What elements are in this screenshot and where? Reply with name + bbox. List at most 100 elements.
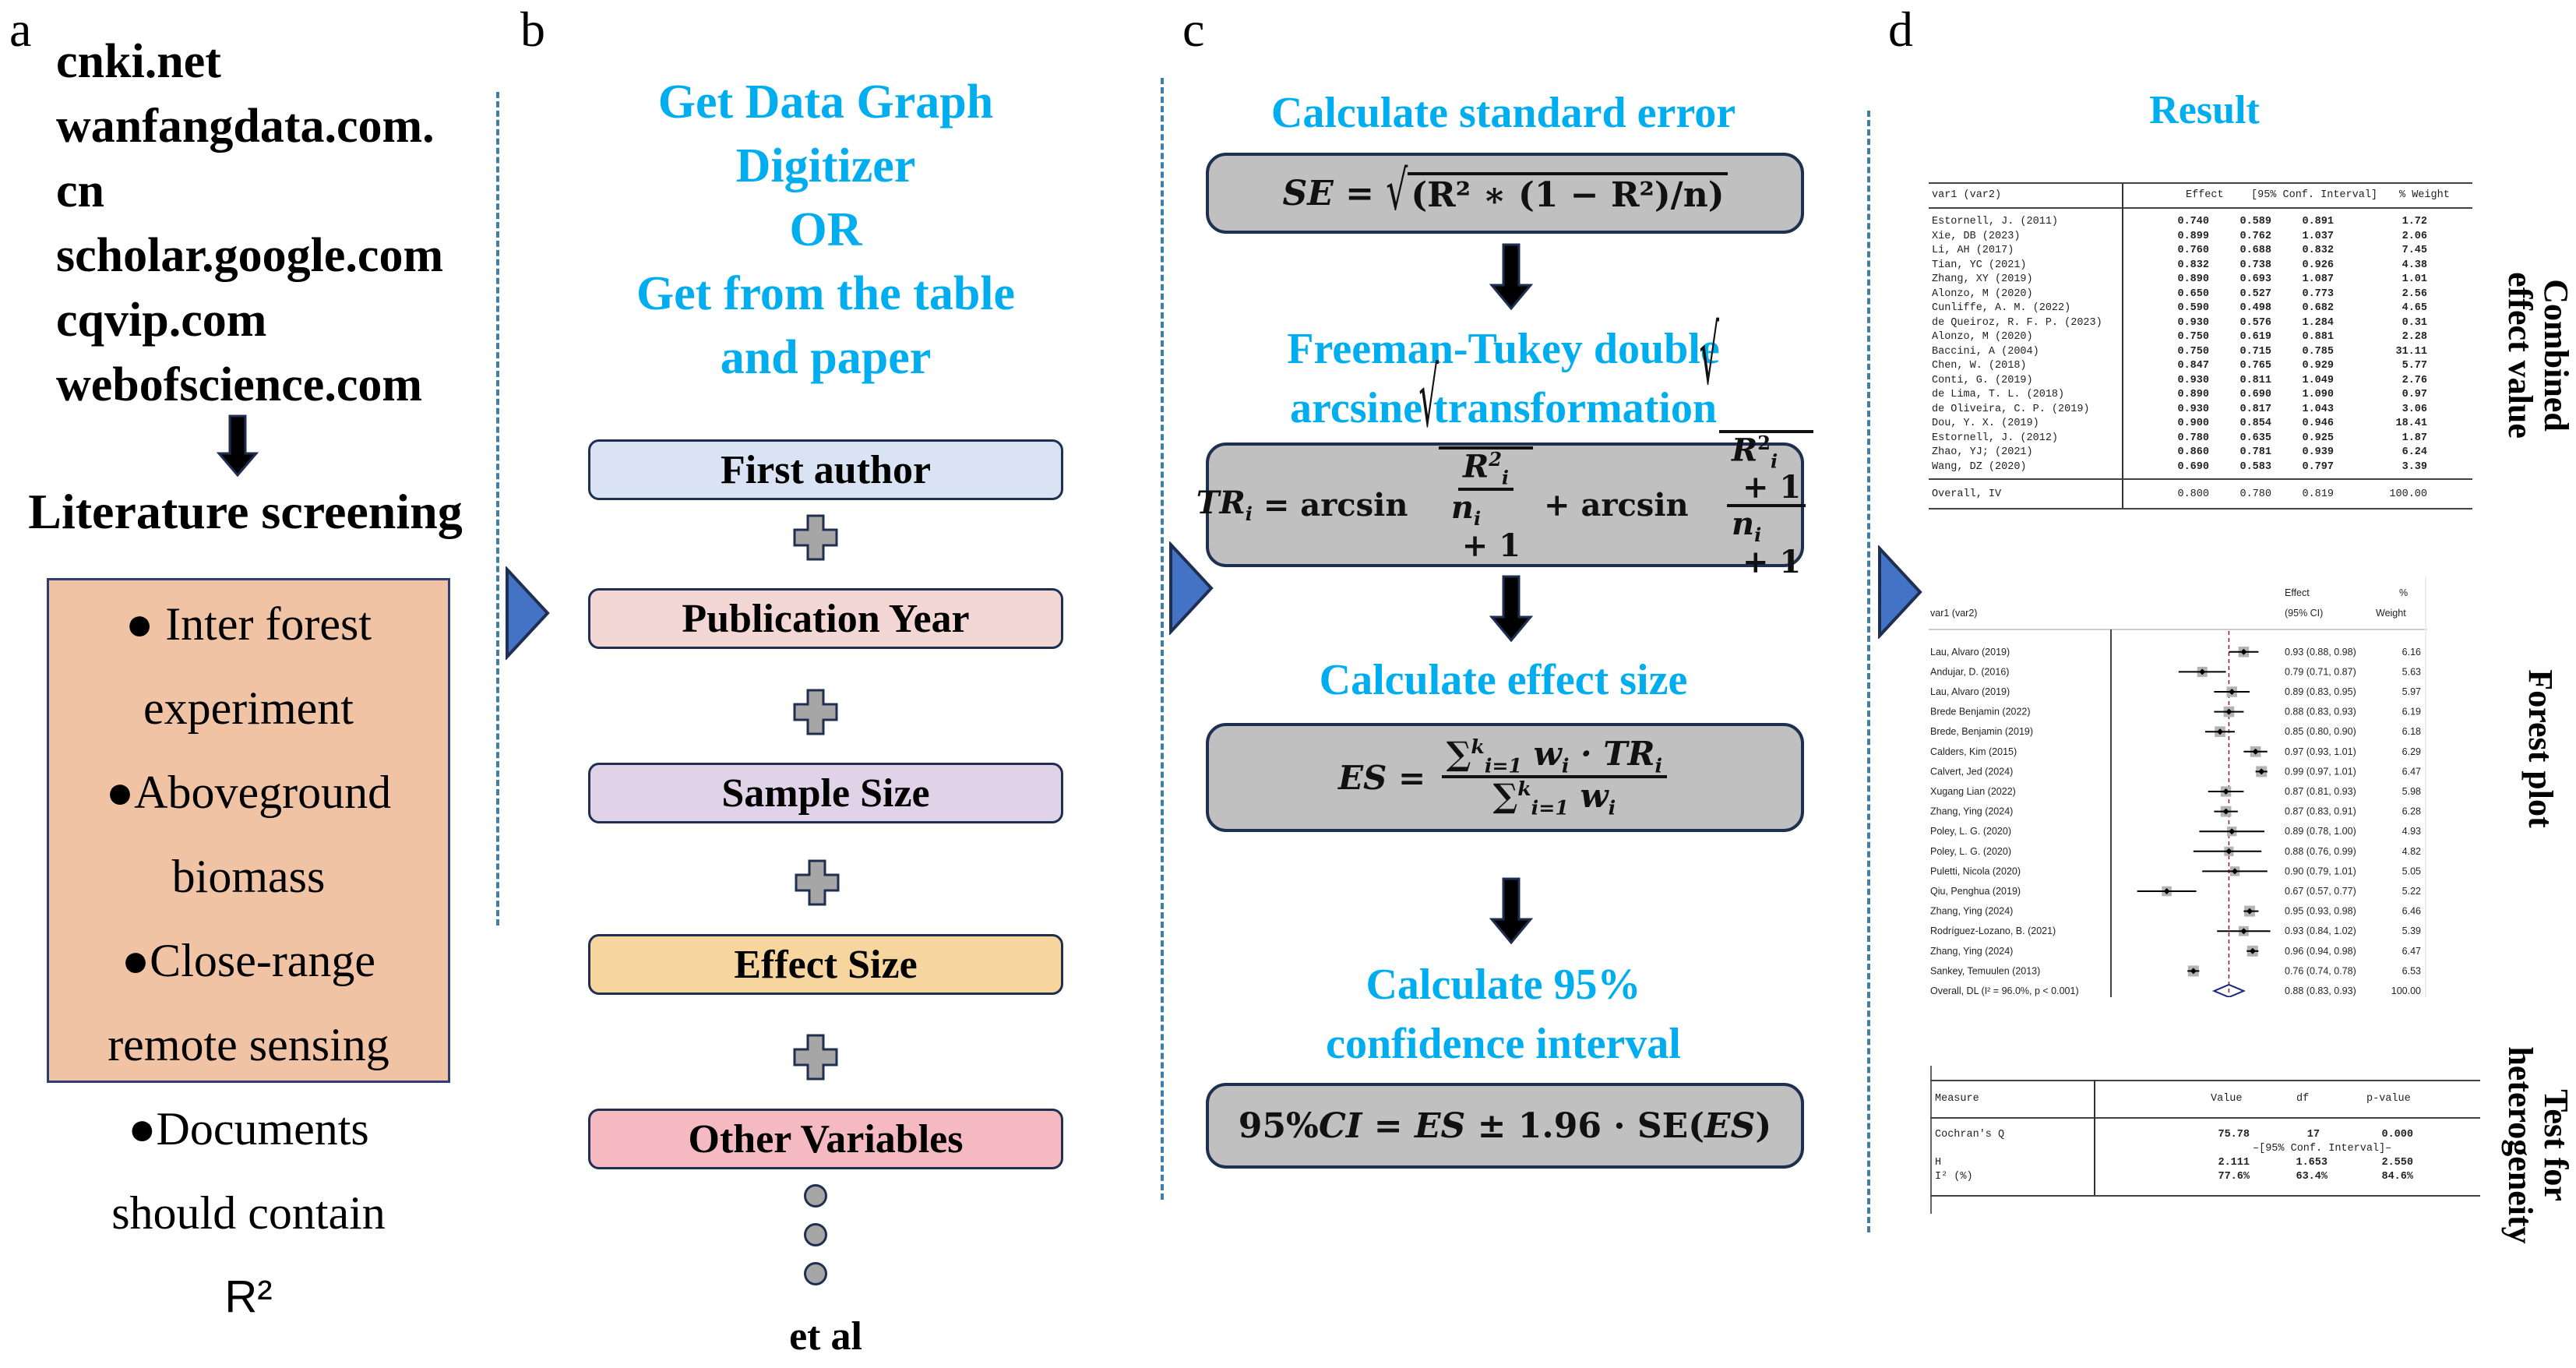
cell-study: Li, AH (2017) xyxy=(1932,245,2014,256)
column-header: var1 (var2) xyxy=(1932,189,2002,201)
column-header: % Weight xyxy=(2399,189,2450,201)
cell-weight: 4.65 xyxy=(2402,302,2427,314)
forest-weight-text: 6.28 xyxy=(2402,806,2421,817)
cell-study: Estornell, J. (2012) xyxy=(1932,432,2059,444)
forest-effect-text: 0.87 (0.83, 0.91) xyxy=(2285,806,2356,817)
step-title-standard-error: Calculate standard error xyxy=(1270,89,1736,137)
forest-study-label: Poley, L. G. (2020) xyxy=(1930,846,2011,857)
forest-effect-text: 0.89 (0.83, 0.95) xyxy=(2285,686,2356,697)
subscript: i xyxy=(1754,523,1762,546)
cell-study: Xie, DB (2023) xyxy=(1932,230,2021,242)
cell-study: Conti, G. (2019) xyxy=(1932,374,2033,386)
forest-overall-effect-text: 0.88 (0.83, 0.93) xyxy=(2285,985,2356,996)
formula-radicand: (R² ∗ (1 − R²)/n) xyxy=(1408,171,1728,215)
forest-header-percent: % xyxy=(2399,587,2409,598)
cell-ci-low: 0.619 xyxy=(2239,331,2271,343)
cell-study: Overall, IV xyxy=(1932,488,2002,500)
title-line: Calculate 95% xyxy=(1366,961,1641,1009)
panel-letter-c: c xyxy=(1182,2,1205,57)
forest-study-label: Zhang, Ying (2024) xyxy=(1930,806,2013,817)
forest-plot: var1 (var2) Effect (95% CI) % Weight Lau… xyxy=(1929,576,2427,997)
forest-point-marker xyxy=(2249,947,2256,954)
subscript: i xyxy=(1654,753,1663,777)
panel-letter-a: a xyxy=(9,2,32,57)
forest-study-label: Calders, Kim (2015) xyxy=(1930,746,2017,757)
side-label-combined-effect: Combined effect value xyxy=(2501,254,2575,457)
cell-ci-low: 0.854 xyxy=(2239,418,2271,429)
forest-header-weight: Weight xyxy=(2376,608,2406,619)
criterion-item: ●Aboveground xyxy=(105,767,392,818)
forest-weight-text: 6.18 xyxy=(2402,726,2421,737)
title-line: arcsine transformation xyxy=(1290,384,1717,432)
title-line: confidence interval xyxy=(1326,1020,1681,1068)
forest-study-label: Lau, Alvaro (2019) xyxy=(1930,647,2010,658)
cell-ci-high: 0.881 xyxy=(2302,331,2334,343)
cell-measure: H xyxy=(1935,1157,1942,1169)
step-title-effect-size: Calculate effect size xyxy=(1319,656,1688,704)
column-header: df xyxy=(2296,1093,2310,1105)
title-line: OR xyxy=(789,203,862,256)
cell-ci-low: 0.762 xyxy=(2239,230,2271,242)
cell-study: Cunliffe, A. M. (2022) xyxy=(1932,302,2071,314)
forest-weight-text: 6.53 xyxy=(2402,965,2421,976)
cell-effect: 0.930 xyxy=(2177,374,2209,386)
forest-study-label: Zhang, Ying (2024) xyxy=(1930,946,2013,957)
cell-df: 17 xyxy=(2306,1129,2320,1141)
cell-effect: 0.899 xyxy=(2177,230,2209,242)
cell-effect: 0.800 xyxy=(2177,488,2209,500)
forest-weight-text: 5.05 xyxy=(2402,866,2421,876)
cell-weight: 3.06 xyxy=(2402,403,2427,415)
forest-weight-text: 6.16 xyxy=(2402,647,2421,658)
subscript: i xyxy=(1608,795,1616,820)
cell-ci-high: 1.043 xyxy=(2302,403,2334,415)
cell-ci-low: 1.653 xyxy=(2296,1157,2328,1169)
table-row: –[95% Conf. Interval]– xyxy=(1930,1142,2480,1155)
step-title-confidence-interval: Calculate 95% confidence interval xyxy=(1200,955,1807,1074)
cell-weight: 18.41 xyxy=(2395,418,2427,429)
forest-study-label: Sankey, Temuulen (2013) xyxy=(1930,965,2040,976)
forest-weight-text: 6.46 xyxy=(2402,906,2421,917)
down-arrow-icon xyxy=(1489,877,1534,948)
weight-symbol: w xyxy=(1522,734,1562,773)
forest-study-label: Puletti, Nicola (2020) xyxy=(1930,866,2021,876)
cell-ci-low: 0.715 xyxy=(2239,345,2271,358)
cell-ci-low: 0.738 xyxy=(2239,259,2271,271)
numerator-tail: · TR xyxy=(1569,734,1655,773)
cell-study: de Oliveira, C. P. (2019) xyxy=(1932,403,2090,415)
denominator-tail: + 1 xyxy=(1450,527,1521,564)
forest-study-label: Lau, Alvaro (2019) xyxy=(1930,686,2010,697)
title-line: Digitizer xyxy=(735,139,916,192)
forest-weight-text: 5.39 xyxy=(2402,926,2421,936)
table-row: Cochran's Q 75.78 17 0.000 xyxy=(1930,1128,2480,1141)
cell-weight: 1.87 xyxy=(2402,432,2427,444)
formula-lhs: SE xyxy=(1282,173,1334,213)
label-line: Forest plot xyxy=(2521,669,2560,828)
forest-overall-label: Overall, DL (I² = 96.0%, p < 0.001) xyxy=(1930,985,2079,996)
forest-header-ci: (95% CI) xyxy=(2285,608,2324,619)
cell-study: Chen, W. (2018) xyxy=(1932,360,2027,372)
cell-weight: 1.01 xyxy=(2402,273,2427,285)
label-line: Combined xyxy=(2537,279,2575,432)
forest-header-study: var1 (var2) xyxy=(1930,608,1978,619)
cell-ci-high: 1.049 xyxy=(2302,374,2334,386)
connector-triangle-icon xyxy=(1877,544,1924,643)
source-item: cqvip.com xyxy=(56,294,267,347)
variable-box-first-author: First author xyxy=(588,439,1063,500)
divider-a-b xyxy=(496,92,499,926)
column-header: [95% Conf. Interval] xyxy=(2251,189,2378,201)
cell-study: Dou, Y. X. (2019) xyxy=(1932,418,2039,429)
down-arrow-icon xyxy=(1489,575,1534,646)
cell-weight: 5.77 xyxy=(2402,360,2427,372)
cell-study: Estornell, J. (2011) xyxy=(1932,216,2059,227)
forest-study-label: Brede, Benjamin (2019) xyxy=(1930,726,2033,737)
plus-icon xyxy=(795,859,840,906)
formula-effect-size: ES = ∑ki=1 wi · TRi ∑ki=1 wi xyxy=(1206,723,1804,832)
cell-ci-low: 0.498 xyxy=(2239,302,2271,314)
forest-point-marker xyxy=(2240,928,2247,935)
superscript: 2 xyxy=(1757,432,1771,455)
